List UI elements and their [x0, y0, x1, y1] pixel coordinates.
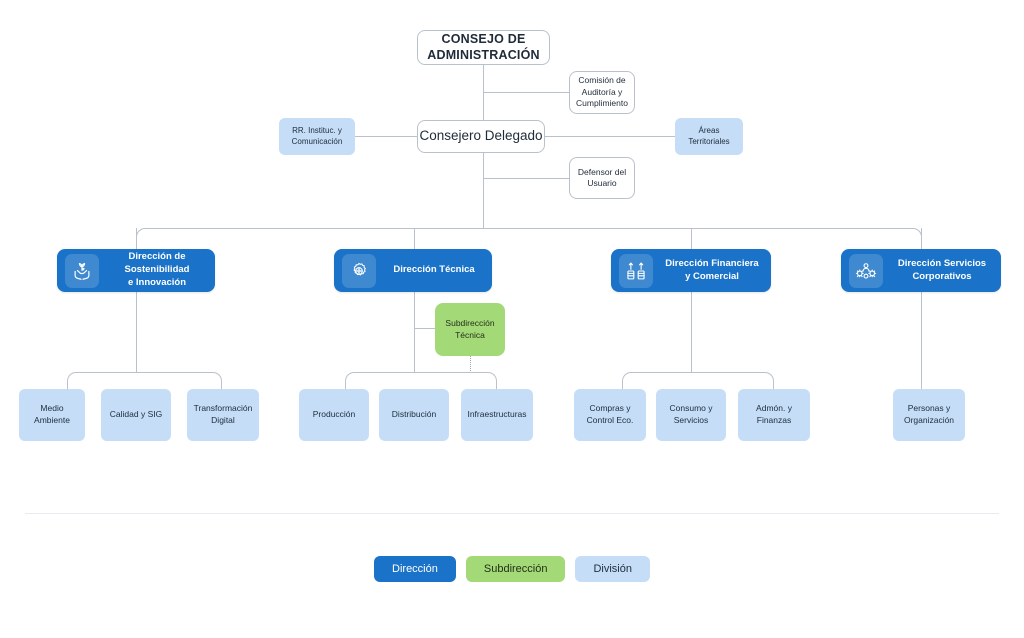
- connector-institutional: [355, 136, 417, 137]
- connector-sostenibilidad-bracket: [67, 372, 222, 394]
- connector-tecnica-bracket: [345, 372, 497, 394]
- legend-label: Dirección: [392, 563, 438, 575]
- people-gears-icon: [849, 253, 883, 288]
- connector-sostenibilidad-spine: [136, 292, 137, 372]
- connector-directions-bracket: [136, 228, 922, 250]
- node-label: Dirección Técnica: [393, 264, 475, 276]
- node-label: Distribución: [391, 409, 437, 420]
- plant-in-hands-icon: [65, 253, 99, 288]
- connector-tecnica-spine: [414, 292, 415, 372]
- connector-tecnica-to-subdireccion: [414, 328, 435, 329]
- connector-corporativos-spine: [921, 292, 922, 389]
- node-direccion-tecnica[interactable]: Dirección Técnica: [334, 249, 492, 292]
- connector-ceo-down: [483, 152, 484, 229]
- connector-ombudsman: [483, 178, 570, 179]
- connector-territorial: [544, 136, 675, 137]
- connector-drop-financiera: [691, 228, 692, 250]
- connector-subdireccion-dotted: [470, 356, 471, 373]
- node-division-distribucion[interactable]: Distribución: [379, 389, 449, 441]
- node-consejero-delegado[interactable]: Consejero Delegado: [417, 120, 545, 153]
- node-label: Infraestructuras: [467, 409, 527, 420]
- connector-drop-corporativos: [921, 228, 922, 250]
- connector-financiera-spine: [691, 292, 692, 372]
- connector-board-to-ceo: [483, 64, 484, 122]
- connector-drop-sostenibilidad: [136, 228, 137, 250]
- node-label: Producción: [312, 409, 356, 420]
- node-division-infraestructuras[interactable]: Infraestructuras: [461, 389, 533, 441]
- connector-drop-tecnica: [414, 228, 415, 250]
- coin-stacks-icon: [619, 253, 653, 288]
- legend-label: División: [593, 563, 632, 575]
- legend: Dirección Subdirección División: [0, 556, 1024, 582]
- connector-financiera-bracket: [622, 372, 774, 394]
- gear-network-icon: [342, 253, 376, 288]
- node-division-calidad-sig[interactable]: Calidad y SIG: [101, 389, 171, 441]
- node-division-produccion[interactable]: Producción: [299, 389, 369, 441]
- footer-divider: [25, 513, 999, 514]
- legend-label: Subdirección: [483, 563, 548, 575]
- node-label: Calidad y SIG: [109, 409, 163, 420]
- connector-audit-committee: [483, 92, 570, 93]
- legend-item-direccion[interactable]: Dirección: [374, 556, 456, 582]
- node-label: Consejero Delegado: [419, 128, 543, 144]
- legend-item-division[interactable]: División: [575, 556, 650, 582]
- legend-item-subdireccion[interactable]: Subdirección: [465, 556, 566, 582]
